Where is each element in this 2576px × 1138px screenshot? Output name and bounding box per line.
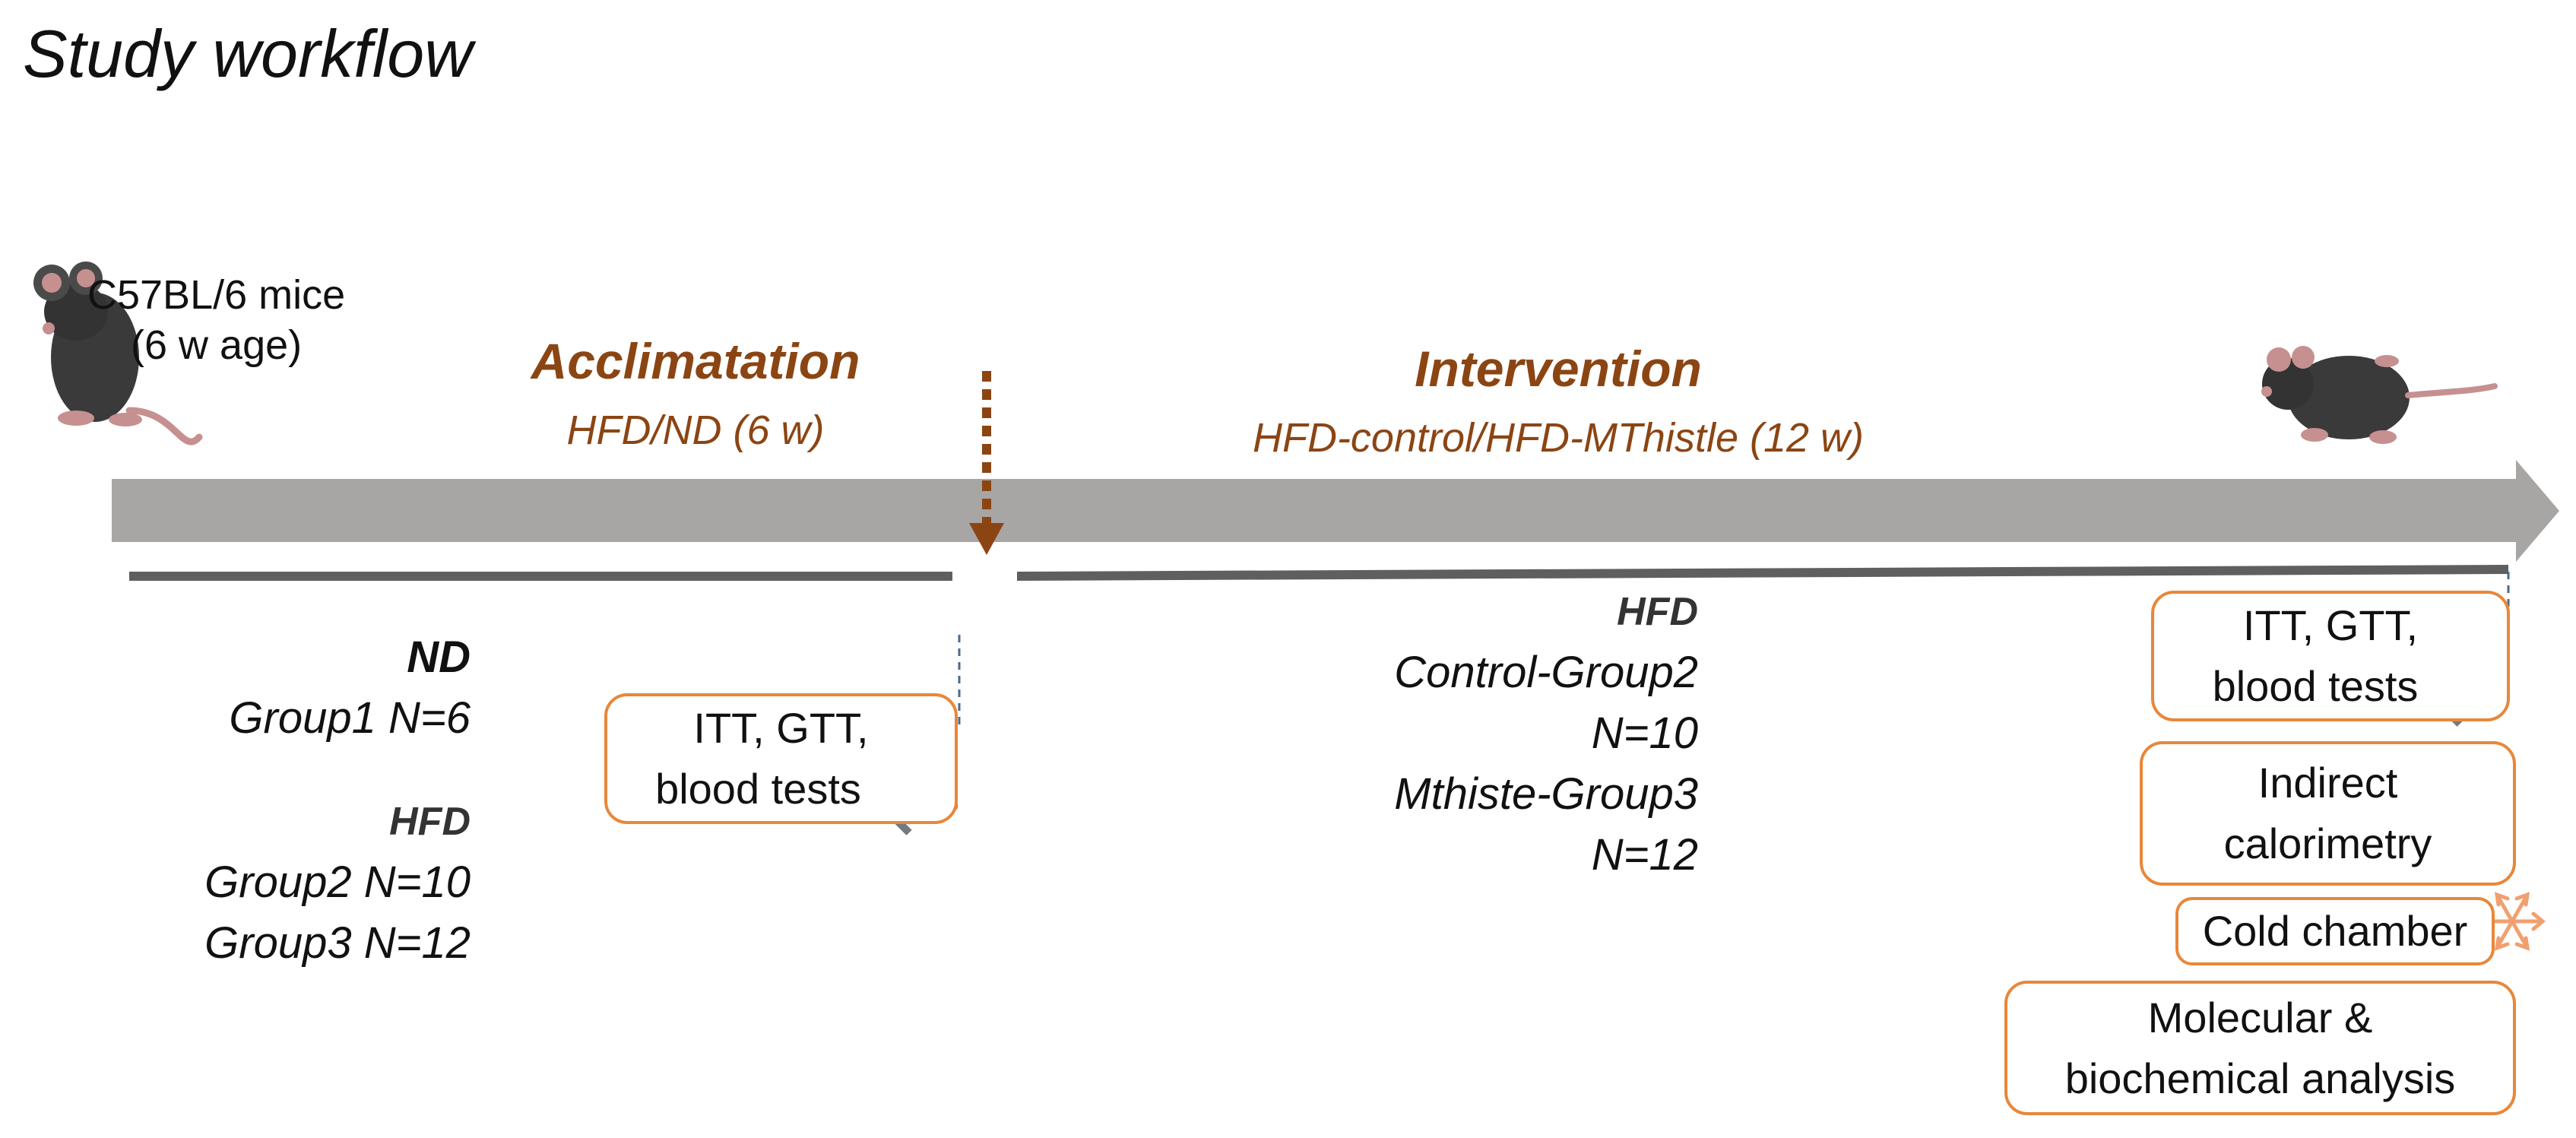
intervention-groups: HFD Control-Group2 N=10 Mthiste-Group3 N… [1394, 582, 1698, 886]
acclimatation-bar [129, 572, 952, 581]
start-label-line2: (6 w age) [131, 322, 303, 368]
tests-box-mid-line2: blood tests [655, 765, 861, 813]
tests-box-end: ITT, GTT, blood tests [2151, 591, 2510, 721]
tests-box-end-line1: ITT, GTT, [2242, 601, 2419, 649]
control-group-n: N=10 [1591, 708, 1698, 758]
tests-box-mid-line1: ITT, GTT, [693, 704, 869, 752]
intervention-subtitle: HFD-control/HFD-MThistle (12 w) [1252, 415, 1865, 461]
analysis-box: Molecular & biochemical analysis [2004, 981, 2516, 1115]
group2-label: Group2 N=10 [204, 857, 471, 907]
cold-chamber-box: Cold chamber [2175, 897, 2495, 965]
mthistle-group-label: Mthiste-Group3 [1394, 769, 1698, 819]
intervention-bar [1017, 565, 2508, 581]
analysis-box-line1: Molecular & [2147, 993, 2373, 1041]
tests-box-end-line2: blood tests [2212, 662, 2419, 710]
diagram-title: Study workflow [23, 16, 473, 91]
control-group-label: Control-Group2 [1394, 648, 1698, 697]
calorimetry-box: Indirect calorimetry [2140, 741, 2516, 886]
tests-box-mid: ITT, GTT, blood tests [604, 693, 958, 824]
group3-label: Group3 N=12 [204, 918, 471, 968]
mouse-sitting-icon [33, 262, 203, 445]
start-label: C57BL/6 mice (6 w age) [87, 270, 345, 370]
timeline-arrow [112, 460, 2559, 562]
snowflake-icon [2479, 892, 2546, 951]
acclimatation-subtitle: HFD/ND (6 w) [566, 407, 825, 453]
cold-chamber-box-label: Cold chamber [2202, 907, 2468, 955]
start-label-line1: C57BL/6 mice [87, 272, 346, 318]
hfd-heading: HFD [389, 800, 471, 844]
mthistle-group-n: N=12 [1591, 830, 1698, 880]
phase-divider-arrowhead [969, 523, 1004, 555]
group1-label: Group1 N=6 [229, 693, 471, 743]
baseline-groups: ND Group1 N=6 HFD Group2 N=10 Group3 N=1… [204, 627, 471, 974]
acclimatation-title: Acclimatation [531, 333, 860, 389]
mouse-fat-icon [2261, 346, 2498, 444]
intervention-title: Intervention [1415, 341, 1702, 397]
calorimetry-box-line2: calorimetry [2223, 819, 2432, 867]
nd-heading: ND [407, 632, 471, 682]
analysis-box-line2: biochemical analysis [2064, 1054, 2456, 1102]
hfd-heading: HFD [1617, 590, 1698, 634]
calorimetry-box-line1: Indirect [2258, 759, 2398, 807]
